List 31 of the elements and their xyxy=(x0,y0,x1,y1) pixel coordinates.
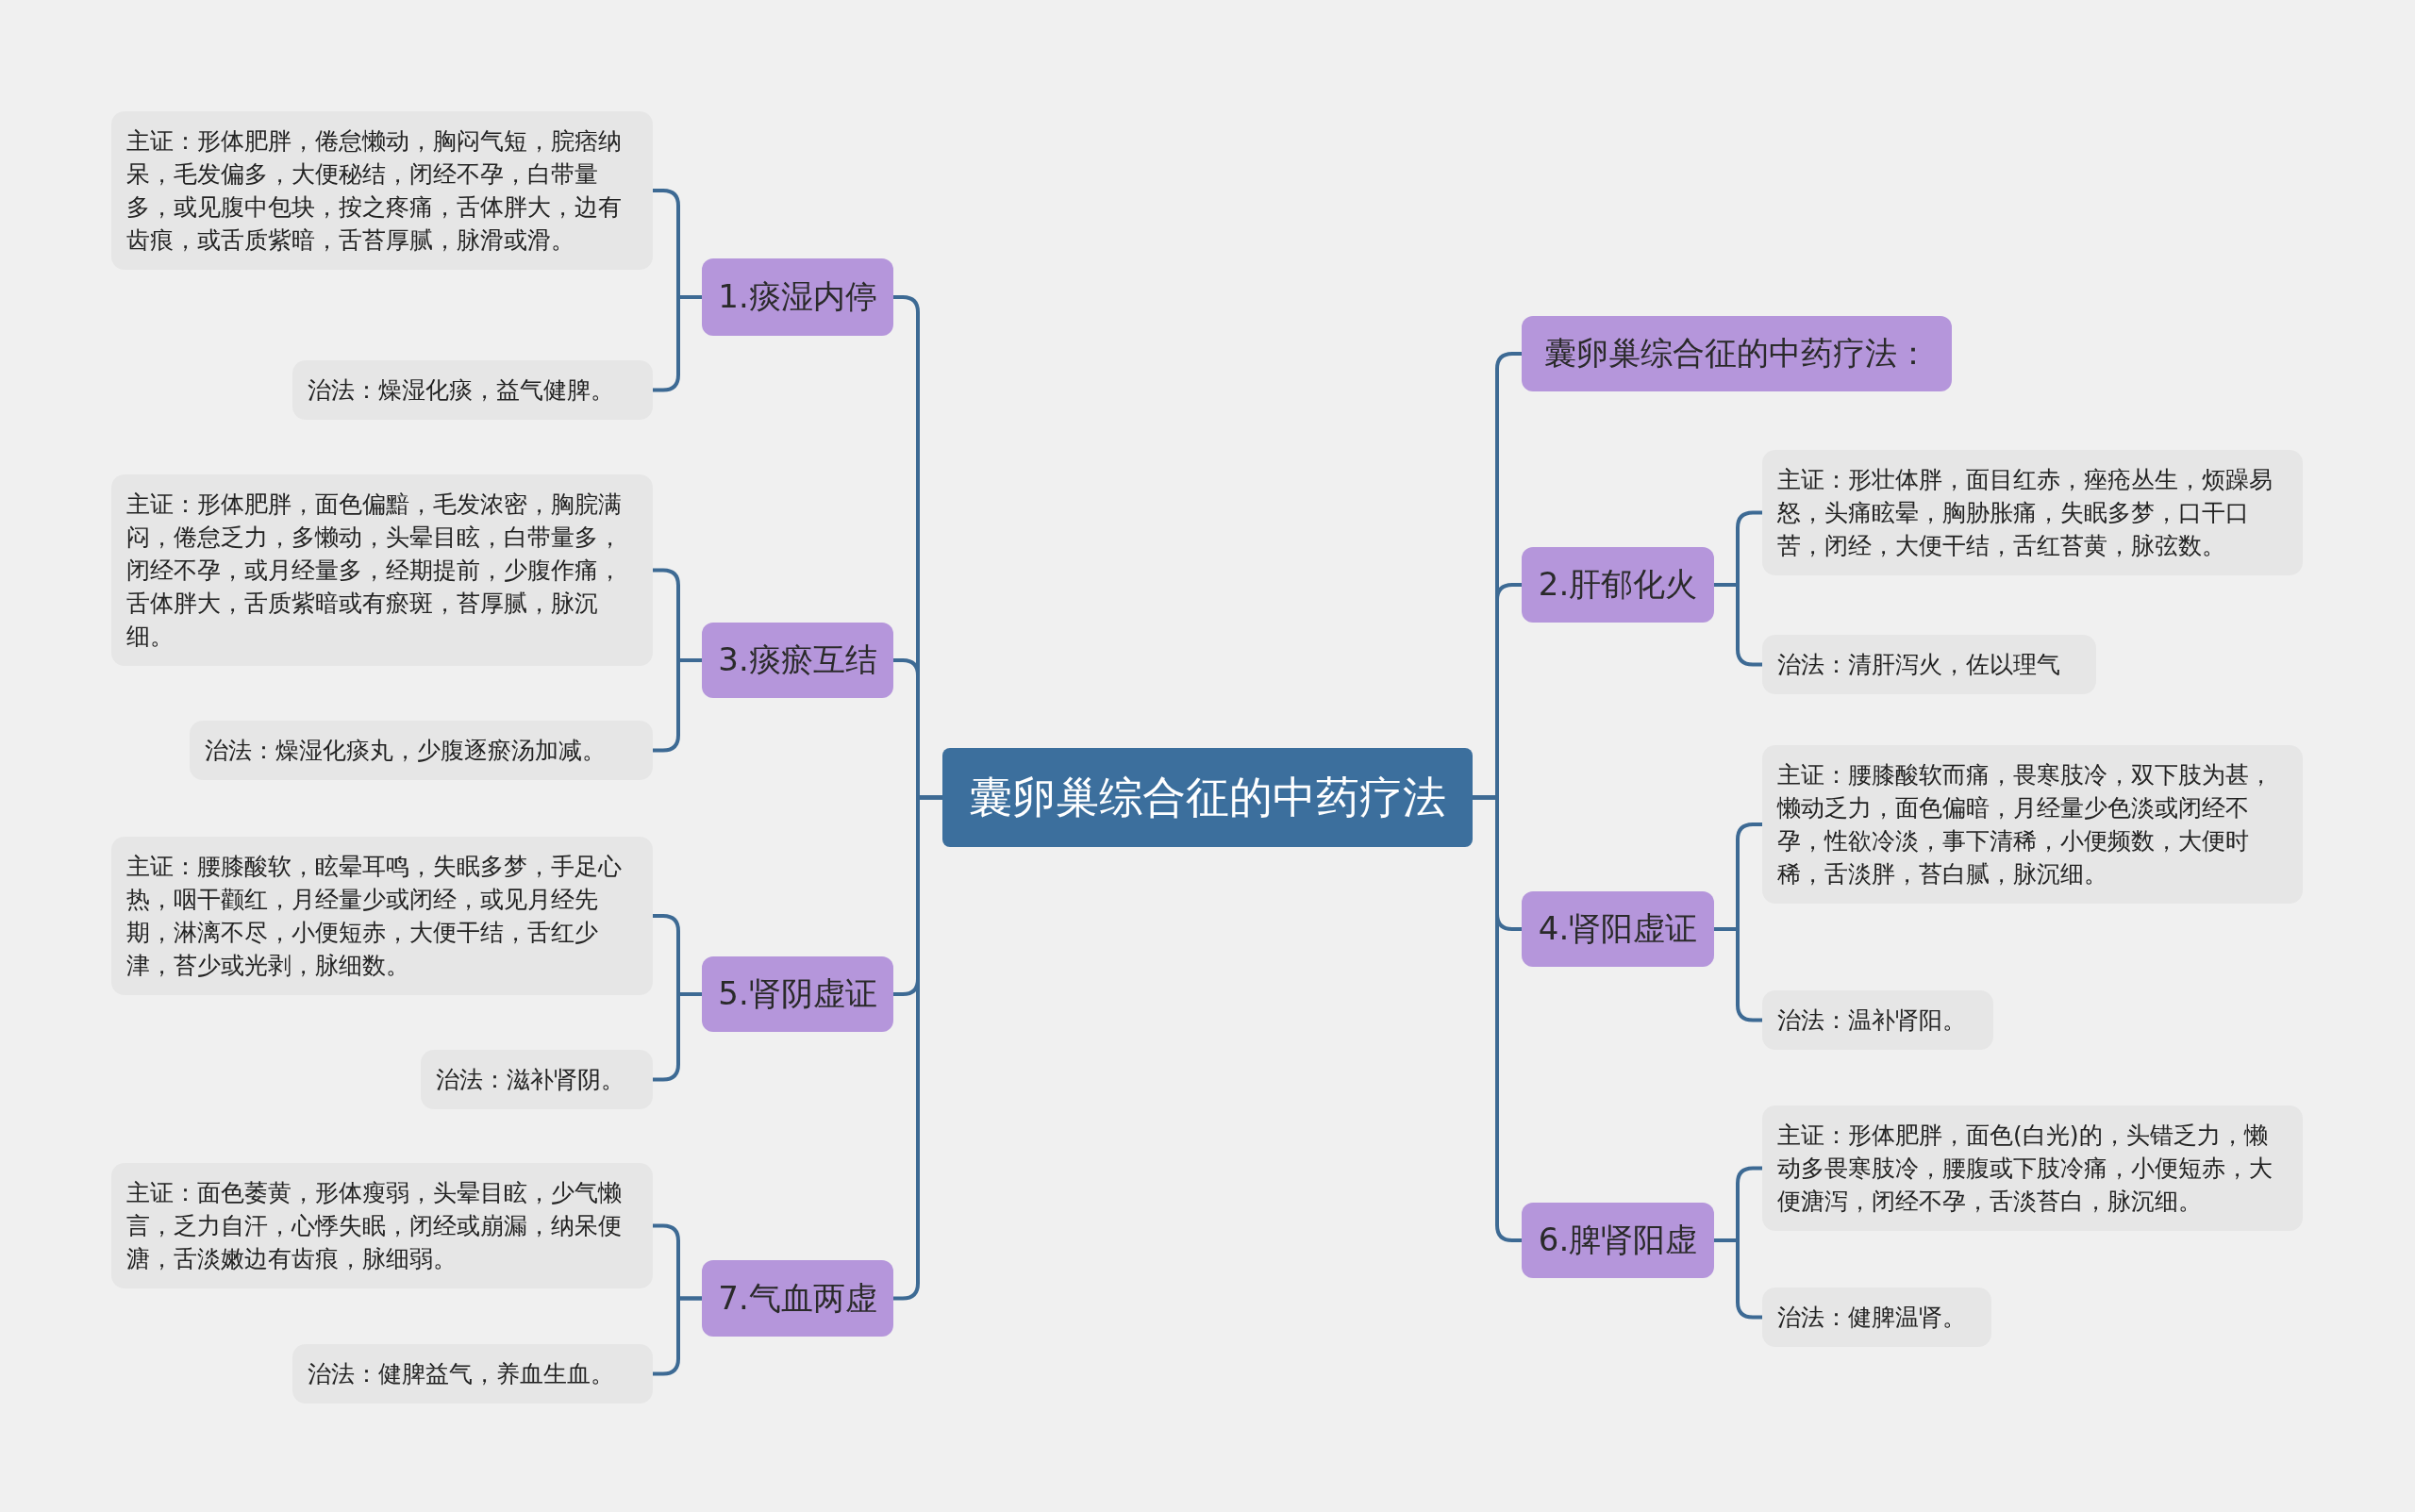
topic-box: 囊卵巢综合征的中药疗法： xyxy=(1522,316,1952,391)
connector-line xyxy=(1714,1238,1762,1320)
connector-line xyxy=(653,1296,702,1376)
central-topic-box: 囊卵巢综合征的中药疗法 xyxy=(942,748,1473,847)
note-box: 治法：燥湿化痰，益气健脾。 xyxy=(292,360,653,420)
note-box: 治法：健脾温肾。 xyxy=(1762,1288,1991,1347)
topic-box: 3.痰瘀互结 xyxy=(702,623,893,698)
note-box: 主证：形壮体胖，面目红赤，痤疮丛生，烦躁易怒，头痛眩晕，胸胁胀痛，失眠多梦，口干口苦，闭经，大便干结，舌红苔黄，脉弦数。 xyxy=(1762,450,2303,575)
connector-line xyxy=(1714,583,1762,667)
topic-box: 6.脾肾阳虚 xyxy=(1522,1203,1714,1278)
connector-line xyxy=(1714,927,1762,1022)
topic-box: 2.肝郁化火 xyxy=(1522,547,1714,623)
topic-box: 7.气血两虚 xyxy=(702,1260,893,1337)
note-box: 主证：腰膝酸软而痛，畏寒肢冷，双下肢为甚，懒动乏力，面色偏暗，月经量少色淡或闭经不孕，性欲冷淡，事下清稀，小便频数，大便时稀，舌淡胖，苔白腻，脉沉细。 xyxy=(1762,745,2303,904)
topic-box: 4.肾阳虚证 xyxy=(1522,891,1714,967)
note-box: 治法：健脾益气，养血生血。 xyxy=(292,1344,653,1404)
connector-line xyxy=(653,295,702,392)
connector-line xyxy=(653,992,702,1082)
note-box: 主证：形体肥胖，面色偏黯，毛发浓密，胸脘满闷，倦怠乏力，多懒动，头晕目眩，白带量多，闭经不孕，或月经量多，经期提前，少腹作痛，舌体胖大，舌质紫暗或有瘀斑，苔厚腻，脉沉细。 xyxy=(111,474,653,666)
connector-line xyxy=(653,658,702,753)
note-box: 治法：燥湿化痰丸，少腹逐瘀汤加减。 xyxy=(190,721,653,780)
note-box: 治法：滋补肾阴。 xyxy=(421,1050,653,1109)
note-box: 治法：清肝泻火，佐以理气 xyxy=(1762,635,2096,694)
topic-box: 1.痰湿内停 xyxy=(702,258,893,336)
note-box: 主证：面色萎黄，形体瘦弱，头晕目眩，少气懒言，乏力自汗，心悸失眠，闭经或崩漏，纳呆便溏，舌淡嫩边有齿痕，脉细弱。 xyxy=(111,1163,653,1288)
note-box: 治法：温补肾阳。 xyxy=(1762,990,1993,1050)
topic-box: 5.肾阴虚证 xyxy=(702,956,893,1032)
note-box: 主证：腰膝酸软，眩晕耳鸣，失眠多梦，手足心热，咽干颧红，月经量少或闭经，或见月经先期，淋漓不尽，小便短赤，大便干结，舌红少津，苔少或光剥，脉细数。 xyxy=(111,837,653,995)
note-box: 主证：形体肥胖，倦怠懒动，胸闷气短，脘痞纳呆，毛发偏多，大便秘结，闭经不孕，白带量多，或见腹中包块，按之疼痛，舌体胖大，边有齿痕，或舌质紫暗，舌苔厚腻，脉滑或滑。 xyxy=(111,111,653,270)
connector-line xyxy=(893,795,942,1301)
note-box: 主证：形体肥胖，面色(白光)的，头错乏力，懒动多畏寒肢冷，腰腹或下肢冷痛，小便短赤，大便溏泻，闭经不孕，舌淡苔白，脉沉细。 xyxy=(1762,1105,2303,1231)
